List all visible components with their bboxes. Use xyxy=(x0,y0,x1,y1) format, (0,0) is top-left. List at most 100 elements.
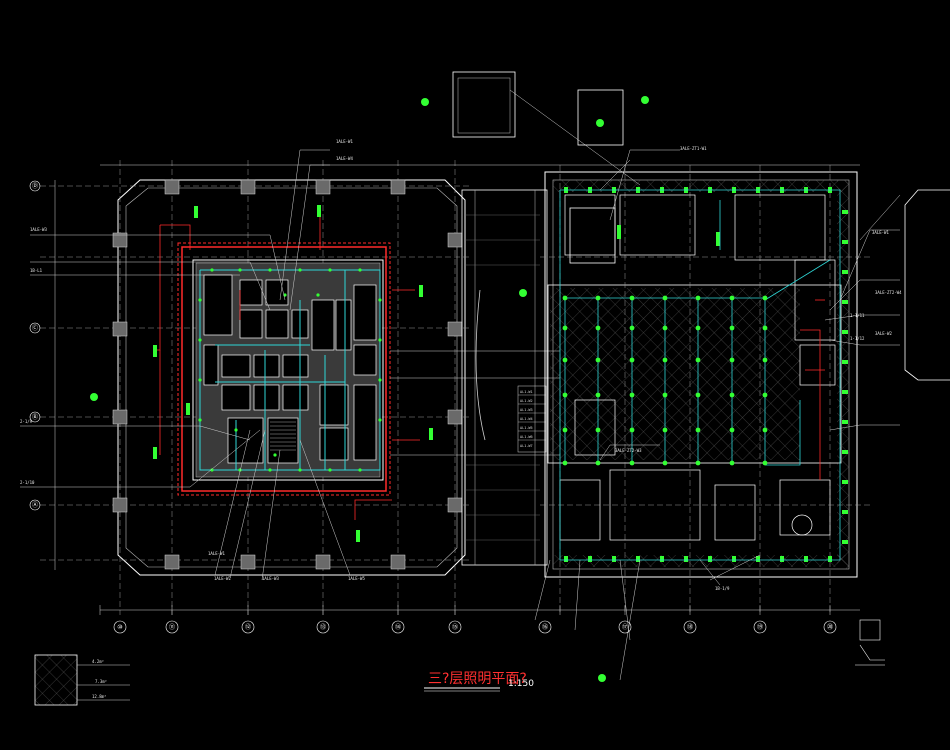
axis-bubble xyxy=(241,620,255,634)
panel-list-item: AL1-W5 xyxy=(520,426,533,430)
legend-line-1: 4.2m² xyxy=(92,659,104,664)
hall-light-fixture xyxy=(695,295,701,301)
link-corridor xyxy=(461,189,548,566)
right-callout-texts: 3ALE-ZT1-W1 3ALE-W1 3ALE-ZT2-W4 3ALE-W2 … xyxy=(615,146,902,591)
panel-list-item: AL1-W6 xyxy=(520,435,533,439)
hall-light-fixture xyxy=(595,460,601,466)
axis-bubble xyxy=(391,620,405,634)
panel-list-item: AL1-W3 xyxy=(520,408,533,412)
callout-left-1: 1ALE-W3 xyxy=(30,227,47,232)
axis-bubble xyxy=(165,620,179,634)
hall-light-fixture xyxy=(595,427,601,433)
core-rooms xyxy=(203,274,377,464)
callout-right-bottom-2: 1B-1/9 xyxy=(715,586,730,591)
panel-list-item: AL1-W7 xyxy=(520,444,533,448)
left-fixtures xyxy=(90,205,527,542)
top-annex xyxy=(452,71,624,264)
callout-left-2: 1B-L1 xyxy=(30,268,43,273)
right-rooms xyxy=(559,194,836,541)
hall-light-fixture xyxy=(629,325,635,331)
hall-light-fixture xyxy=(662,325,668,331)
left-columns xyxy=(112,179,463,570)
hall-light-fixture xyxy=(595,357,601,363)
panel-list: AL1-W1 AL1-W2 AL1-W3 AL1-W4 AL1-W5 AL1-W… xyxy=(517,385,547,453)
hall-light-fixture xyxy=(762,295,768,301)
left-tower-outline xyxy=(117,179,466,576)
callout-bottom-2: 1ALE-W2 xyxy=(214,576,231,581)
hall-light-fixture xyxy=(629,392,635,398)
legend-box: 4.2m² 7.3m² 12.8m² xyxy=(34,654,130,706)
hall-light-fixture xyxy=(729,325,735,331)
hall-light-fixture xyxy=(662,392,668,398)
hall-light-fixture xyxy=(629,460,635,466)
callout-right-3: 3ALE-W2 xyxy=(875,331,892,336)
hall-light-fixture xyxy=(662,460,668,466)
hall-light-fixture xyxy=(562,427,568,433)
perimeter-hatch-top xyxy=(553,180,849,192)
hall-light-fixture xyxy=(762,427,768,433)
hall-light-fixture xyxy=(762,325,768,331)
right-leaders xyxy=(509,89,901,681)
axis-label: Ⓒ xyxy=(32,324,38,332)
callout-right-1: 3ALE-W1 xyxy=(872,230,889,235)
axis-bubble xyxy=(29,322,41,334)
axis-label: Ⓓ xyxy=(32,182,38,190)
hall-light-fixture xyxy=(729,295,735,301)
axis-bubble xyxy=(448,620,462,634)
hall-light-fixture xyxy=(762,460,768,466)
axis-label: ⑫ xyxy=(245,623,251,631)
legend-line-3: 12.8m² xyxy=(92,694,106,699)
hall-light-fixture xyxy=(695,460,701,466)
axis-bubble xyxy=(113,620,127,634)
callout-right-4: 1-1/11 xyxy=(850,313,865,318)
axis-bubble xyxy=(823,620,837,634)
hall-light-fixture xyxy=(729,460,735,466)
axis-bubble xyxy=(29,411,41,423)
axis-bubble xyxy=(683,620,697,634)
link-hatch xyxy=(465,214,540,541)
axis-bubbles-left: Ⓓ Ⓒ Ⓑ Ⓐ xyxy=(29,180,41,511)
axis-bubble xyxy=(316,620,330,634)
hall-light-fixture xyxy=(695,325,701,331)
callout-right-top: 3ALE-ZT1-W1 xyxy=(680,146,707,151)
callout-top-2: 1ALE-W4 xyxy=(336,156,353,161)
axis-bubble xyxy=(29,499,41,511)
hall-light-fixture xyxy=(562,295,568,301)
axis-bubble xyxy=(538,620,552,634)
axis-label: Ⓑ xyxy=(32,413,38,421)
callout-bottom-4: 1ALE-W5 xyxy=(348,576,365,581)
core-stairs xyxy=(270,421,296,451)
hall-light-fixture xyxy=(695,357,701,363)
hall-light-fixture xyxy=(662,427,668,433)
axis-bubble xyxy=(753,620,767,634)
axis-bubble xyxy=(29,180,41,192)
callout-top-1: 1ALE-W1 xyxy=(336,139,353,144)
callout-right-2: 3ALE-ZT2-W4 xyxy=(875,290,902,295)
axis-label: ⑰ xyxy=(622,623,628,631)
axis-label: ⑪ xyxy=(169,623,175,631)
legend-line-2: 7.3m² xyxy=(95,679,107,684)
callout-right-bottom-1: 3ALE-ZT2-W3 xyxy=(615,448,642,453)
panel-list-item: AL1-W1 xyxy=(520,390,533,394)
bottom-right-detail xyxy=(855,619,885,666)
axis-label: ⑳ xyxy=(827,623,833,631)
hall-light-fixture xyxy=(629,295,635,301)
callout-bottom-3: 1ALE-W3 xyxy=(262,576,279,581)
hall-fixture-grid xyxy=(562,295,768,466)
left-callout-texts: 1ALE-W1 1ALE-W4 1ALE-W3 1B-L1 2-1/9 2-1/… xyxy=(20,139,365,581)
right-red-wiring xyxy=(800,299,825,480)
hall-light-fixture xyxy=(729,357,735,363)
dimension-lines xyxy=(54,164,860,615)
hall-light-fixture xyxy=(595,295,601,301)
axis-label: Ⓐ xyxy=(32,501,38,509)
callout-left-4: 2-1/10 xyxy=(20,480,35,485)
hall-light-fixture xyxy=(762,357,768,363)
hall-light-fixture xyxy=(662,295,668,301)
axis-label: ⑭ xyxy=(395,623,401,631)
axis-bubble xyxy=(618,620,632,634)
callout-left-3: 2-1/9 xyxy=(20,419,33,424)
hall-light-fixture xyxy=(562,325,568,331)
panel-list-item: AL1-W2 xyxy=(520,399,533,403)
axis-label: ⑬ xyxy=(320,623,326,631)
core-cyan-wiring xyxy=(199,269,381,471)
